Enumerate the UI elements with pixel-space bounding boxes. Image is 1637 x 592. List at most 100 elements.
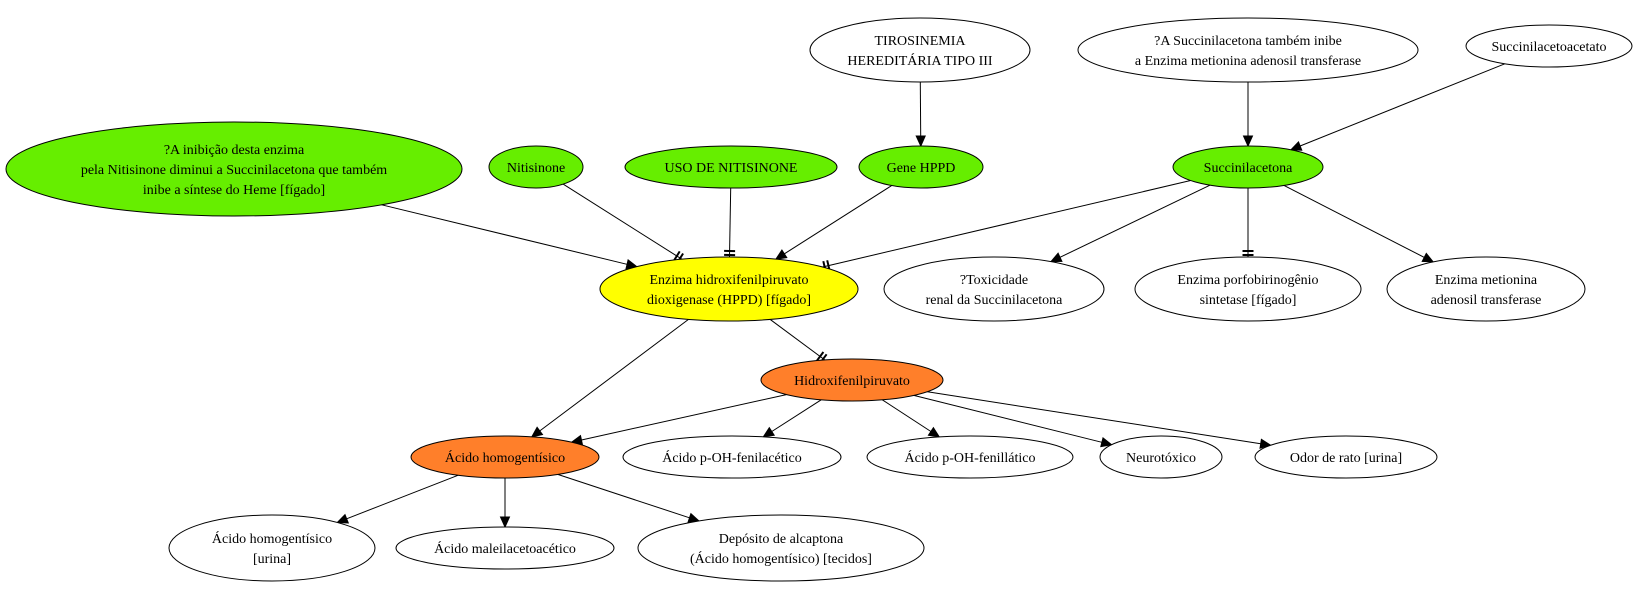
edges-layer <box>336 63 1505 529</box>
arrowhead <box>1049 252 1063 263</box>
edge-hidroxifenilpiruvato-to-neurotoxico <box>913 394 1113 448</box>
edge-line <box>1299 63 1505 147</box>
node-nitisinone: Nitisinone <box>488 145 584 189</box>
node-shape <box>1134 256 1362 322</box>
edge-succinilacetona-to-porfobilinogenio <box>1242 188 1254 257</box>
node-label-line: Ácido homogentísico <box>212 530 332 547</box>
node-label-line: Succinilacetoacetato <box>1491 40 1606 55</box>
node-shape <box>883 256 1105 322</box>
arrowhead <box>1100 437 1113 448</box>
edge-line <box>1283 184 1425 258</box>
node-label-line: (Ácido homogentísico) [tecidos] <box>690 550 872 567</box>
node-shape <box>599 256 859 322</box>
arrowhead <box>774 249 788 260</box>
node-shape <box>1077 17 1419 83</box>
node-shape <box>168 514 376 582</box>
edge-line <box>381 204 628 265</box>
edge-uso-nitisinone-to-hppd <box>724 187 736 258</box>
node-succinilacetoacetato: Succinilacetoacetato <box>1465 24 1633 68</box>
edge-hppd-to-hidroxifenilpiruvato <box>769 318 828 364</box>
node-fenillatico: Ácido p-OH-fenillático <box>866 435 1074 479</box>
node-shape <box>809 17 1031 83</box>
node-shape <box>637 514 925 582</box>
node-shape <box>866 435 1074 479</box>
arrowhead <box>1242 135 1254 148</box>
node-label-line: sintetase [fígado] <box>1200 293 1297 308</box>
arrowhead <box>530 426 544 438</box>
node-shape <box>624 145 838 189</box>
edge-line <box>882 399 932 432</box>
node-label-line: inibe a síntese do Heme [fígado] <box>143 183 325 198</box>
edge-succinilacetona-to-metionina <box>1283 184 1435 263</box>
node-label-line: Enzima hidroxifenilpiruvato <box>649 273 808 288</box>
edge-line <box>771 399 822 432</box>
edge-nitisinone-to-hppd <box>562 183 684 264</box>
edge-hppd-to-homogentisico <box>530 318 689 438</box>
node-label-line: dioxigenase (HPPD) [fígado] <box>647 293 811 308</box>
node-hidroxifenilpiruvato: Hidroxifenilpiruvato <box>760 358 944 402</box>
edge-line <box>1059 184 1211 258</box>
edge-homogentisico-to-maleilacetoacetico <box>499 478 511 529</box>
node-odor: Odor de rato [urina] <box>1254 435 1438 479</box>
edge-homogentisico-to-alcaptona <box>557 473 701 523</box>
node-label-line: a Enzima metionina adenosil transferase <box>1135 54 1361 69</box>
node-shape <box>760 358 944 402</box>
node-shape <box>395 526 615 570</box>
node-label-line: Ácido maleilacetoacético <box>434 540 576 557</box>
node-label-line: ?A Succinilacetona também inibe <box>1154 34 1342 49</box>
node-label-line: Odor de rato [urina] <box>1290 451 1402 466</box>
node-label-line: Enzima porfobirinogênio <box>1177 273 1318 288</box>
node-label-line: Depósito de alcaptona <box>719 532 844 547</box>
node-shape <box>1254 435 1438 479</box>
node-shape <box>1386 256 1586 322</box>
node-shape <box>5 121 463 217</box>
node-label-line: [urina] <box>253 552 291 567</box>
node-maleilacetoacetico: Ácido maleilacetoacético <box>395 526 615 570</box>
edge-line <box>913 394 1103 443</box>
edge-line <box>784 185 893 255</box>
node-label-line: Hidroxifenilpiruvato <box>794 374 910 389</box>
edge-tirosinemia-to-gene-hppd <box>915 81 926 148</box>
edge-line <box>927 391 1261 445</box>
inhibition-bar <box>815 351 825 362</box>
arrowhead <box>927 426 941 438</box>
node-shape <box>858 145 984 189</box>
node-label-line: ?Toxicidade <box>960 273 1028 288</box>
node-label-line: TIROSINEMIA <box>875 34 967 49</box>
node-succinilacetona: Succinilacetona <box>1172 145 1324 189</box>
arrowhead <box>762 426 776 438</box>
node-gene-hppd: Gene HPPD <box>858 145 984 189</box>
node-label-line: Neurotóxico <box>1126 451 1196 466</box>
edge-hidroxifenilpiruvato-to-fenillatico <box>882 399 941 438</box>
edge-gene-hppd-to-hppd <box>774 185 893 260</box>
node-fenilacetico: Ácido p-OH-fenilacético <box>622 435 842 479</box>
node-neurotoxico: Neurotóxico <box>1099 435 1223 479</box>
node-label-line: Ácido p-OH-fenilacético <box>662 449 802 466</box>
node-label-line: ?A inibição desta enzima <box>164 143 305 158</box>
arrowhead <box>336 513 350 524</box>
node-shape <box>622 435 842 479</box>
node-shape <box>488 145 584 189</box>
node-label-line: Succinilacetona <box>1204 161 1293 176</box>
node-label-line: adenosil transferase <box>1431 293 1542 308</box>
node-label-line: Enzima metionina <box>1435 273 1538 288</box>
node-shape <box>1172 145 1324 189</box>
node-label-line: USO DE NITISINONE <box>665 161 798 176</box>
node-porfobilinogenio: Enzima porfobirinogênio sintetase [fígado… <box>1134 256 1362 322</box>
node-hppd: Enzima hidroxifenilpiruvato dioxigenase (… <box>599 256 859 322</box>
edge-homogentisico-to-homog-urina <box>336 474 459 524</box>
node-metionina: Enzima metionina adenosil transferase <box>1386 256 1586 322</box>
node-succ-inibe: ?A Succinilacetona também inibe a Enzima … <box>1077 17 1419 83</box>
node-alcaptona: Depósito de alcaptona (Ácido homogentísic… <box>637 514 925 582</box>
edge-line <box>822 180 1191 268</box>
edge-succinilacetona-to-toxicidade <box>1049 184 1211 263</box>
node-label-line: Ácido homogentísico <box>445 449 565 466</box>
inhibition-bar <box>673 250 681 262</box>
node-shape <box>1099 435 1223 479</box>
node-label-line: Ácido p-OH-fenillático <box>904 449 1035 466</box>
